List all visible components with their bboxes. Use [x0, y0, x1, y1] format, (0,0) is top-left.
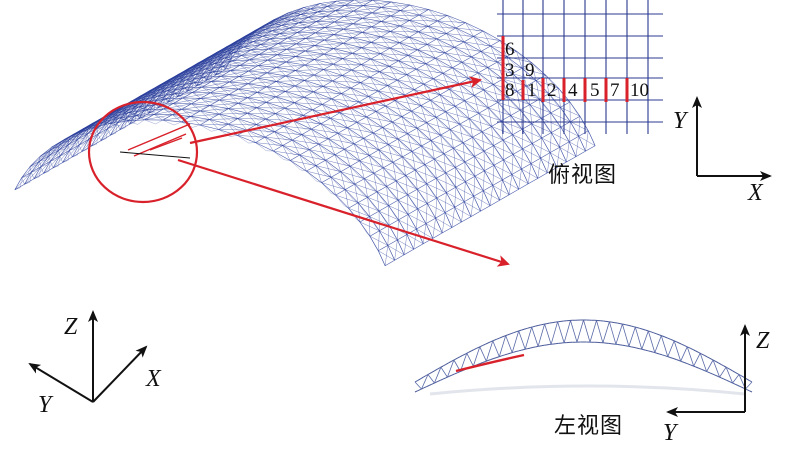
top-axis-y-label: Y	[673, 108, 687, 134]
member-number-9: 9	[525, 60, 535, 81]
member-number-7: 7	[610, 80, 620, 101]
member-number-2: 2	[547, 80, 557, 101]
member-number-1: 1	[527, 80, 537, 101]
highlighted-members	[119, 123, 191, 159]
arrow-to-left-view	[177, 158, 510, 267]
member-number-5: 5	[590, 80, 600, 101]
member-number-10: 10	[630, 80, 649, 101]
iso-axis-z-label: Z	[64, 314, 78, 340]
top-view-axes	[692, 96, 772, 181]
callout-circle	[87, 100, 199, 204]
left-view-axes	[666, 324, 750, 417]
left-view-arch	[414, 319, 753, 396]
iso-axis-y-label: Y	[38, 392, 52, 418]
left-view-highlight	[455, 353, 525, 373]
top-axis-x-label: X	[748, 180, 763, 206]
arrow-to-top-view	[189, 76, 482, 145]
left-view-caption: 左视图	[554, 414, 624, 439]
space-truss-mesh	[14, 0, 596, 266]
left-axis-y-label: Y	[663, 420, 677, 446]
member-number-6: 6	[505, 39, 515, 60]
top-view-caption: 俯视图	[548, 163, 618, 188]
left-axis-z-label: Z	[756, 328, 770, 354]
iso-axes	[28, 310, 148, 403]
top-view-highlight-bars	[501, 36, 629, 102]
top-view-grid	[497, 0, 663, 134]
member-number-3: 3	[505, 60, 515, 81]
member-number-8: 8	[505, 80, 515, 101]
member-number-4: 4	[568, 80, 578, 101]
iso-axis-x-label: X	[146, 366, 161, 392]
